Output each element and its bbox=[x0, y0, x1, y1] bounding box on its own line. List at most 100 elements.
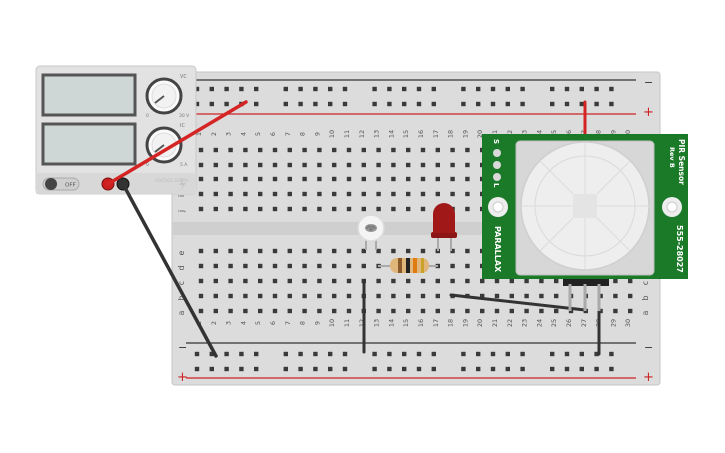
terminal-hole[interactable] bbox=[435, 191, 440, 197]
terminal-hole[interactable] bbox=[450, 308, 455, 314]
red-led[interactable] bbox=[431, 203, 457, 251]
terminal-hole[interactable] bbox=[539, 308, 544, 314]
terminal-hole[interactable] bbox=[317, 162, 322, 168]
rail-hole[interactable] bbox=[609, 351, 614, 357]
rail-hole[interactable] bbox=[239, 86, 244, 92]
terminal-hole[interactable] bbox=[287, 308, 292, 314]
terminal-hole[interactable] bbox=[361, 206, 366, 212]
terminal-hole[interactable] bbox=[272, 293, 278, 299]
terminal-hole[interactable] bbox=[287, 278, 292, 284]
photoresistor[interactable] bbox=[357, 214, 385, 250]
rail-hole[interactable] bbox=[224, 351, 229, 357]
rail-hole[interactable] bbox=[476, 351, 481, 357]
terminal-hole[interactable] bbox=[332, 206, 337, 212]
rail-hole[interactable] bbox=[416, 101, 422, 107]
terminal-hole[interactable] bbox=[391, 308, 396, 314]
terminal-hole[interactable] bbox=[198, 308, 204, 314]
rail-hole[interactable] bbox=[387, 366, 392, 372]
terminal-hole[interactable] bbox=[332, 147, 337, 153]
terminal-hole[interactable] bbox=[228, 206, 233, 212]
terminal-hole[interactable] bbox=[332, 176, 337, 182]
terminal-hole[interactable] bbox=[406, 278, 411, 284]
terminal-hole[interactable] bbox=[376, 162, 381, 168]
terminal-hole[interactable] bbox=[272, 147, 278, 153]
terminal-hole[interactable] bbox=[317, 147, 322, 153]
rail-hole[interactable] bbox=[461, 86, 466, 92]
terminal-hole[interactable] bbox=[332, 308, 337, 314]
terminal-hole[interactable] bbox=[361, 248, 366, 254]
rail-hole[interactable] bbox=[461, 101, 466, 107]
terminal-hole[interactable] bbox=[376, 278, 381, 284]
terminal-hole[interactable] bbox=[302, 206, 307, 212]
terminal-hole[interactable] bbox=[332, 263, 337, 269]
terminal-hole[interactable] bbox=[213, 206, 218, 212]
terminal-hole[interactable] bbox=[391, 147, 396, 153]
terminal-hole[interactable] bbox=[198, 293, 204, 299]
terminal-hole[interactable] bbox=[376, 176, 381, 182]
terminal-hole[interactable] bbox=[346, 147, 352, 153]
rail-hole[interactable] bbox=[298, 101, 303, 107]
rail-hole[interactable] bbox=[431, 101, 436, 107]
rail-hole[interactable] bbox=[328, 351, 333, 357]
rail-hole[interactable] bbox=[387, 101, 392, 107]
terminal-hole[interactable] bbox=[465, 278, 470, 284]
terminal-hole[interactable] bbox=[272, 206, 278, 212]
terminal-hole[interactable] bbox=[361, 147, 366, 153]
terminal-hole[interactable] bbox=[613, 278, 618, 284]
terminal-hole[interactable] bbox=[361, 162, 366, 168]
terminal-hole[interactable] bbox=[258, 176, 263, 182]
terminal-hole[interactable] bbox=[346, 176, 352, 182]
terminal-hole[interactable] bbox=[346, 263, 352, 269]
rail-hole[interactable] bbox=[209, 366, 214, 372]
terminal-hole[interactable] bbox=[317, 263, 322, 269]
terminal-hole[interactable] bbox=[628, 308, 633, 314]
terminal-hole[interactable] bbox=[198, 147, 204, 153]
rail-hole[interactable] bbox=[224, 86, 229, 92]
rail-hole[interactable] bbox=[313, 101, 318, 107]
terminal-hole[interactable] bbox=[376, 248, 381, 254]
terminal-hole[interactable] bbox=[406, 191, 411, 197]
terminal-hole[interactable] bbox=[243, 263, 248, 269]
wires[interactable] bbox=[106, 100, 601, 358]
terminal-hole[interactable] bbox=[213, 162, 218, 168]
terminal-hole[interactable] bbox=[213, 308, 218, 314]
rail-hole[interactable] bbox=[579, 366, 584, 372]
rail-hole[interactable] bbox=[402, 366, 407, 372]
rail-hole[interactable] bbox=[505, 86, 510, 92]
terminal-hole[interactable] bbox=[287, 191, 292, 197]
rail-hole[interactable] bbox=[342, 86, 348, 92]
terminal-hole[interactable] bbox=[420, 162, 426, 168]
rail-hole[interactable] bbox=[224, 366, 229, 372]
terminal-hole[interactable] bbox=[302, 191, 307, 197]
terminal-hole[interactable] bbox=[391, 248, 396, 254]
terminal-hole[interactable] bbox=[420, 191, 426, 197]
rail-hole[interactable] bbox=[431, 366, 436, 372]
rail-hole[interactable] bbox=[564, 101, 570, 107]
terminal-hole[interactable] bbox=[420, 206, 426, 212]
terminal-hole[interactable] bbox=[450, 176, 455, 182]
rail-hole[interactable] bbox=[579, 351, 584, 357]
terminal-hole[interactable] bbox=[287, 147, 292, 153]
terminal-hole[interactable] bbox=[198, 162, 204, 168]
power-supply[interactable]: VC 30 V 0 IC 5 A 0 OFF VOLTAGE SUPPLY bbox=[35, 65, 197, 195]
terminal-hole[interactable] bbox=[465, 206, 470, 212]
rail-hole[interactable] bbox=[372, 351, 377, 357]
rail-hole[interactable] bbox=[431, 86, 436, 92]
terminal-hole[interactable] bbox=[420, 248, 426, 254]
terminal-hole[interactable] bbox=[228, 263, 233, 269]
rail-hole[interactable] bbox=[254, 101, 259, 107]
terminal-hole[interactable] bbox=[317, 278, 322, 284]
terminal-hole[interactable] bbox=[346, 162, 352, 168]
rail-hole[interactable] bbox=[505, 351, 510, 357]
terminal-hole[interactable] bbox=[213, 278, 218, 284]
terminal-hole[interactable] bbox=[554, 278, 559, 284]
terminal-hole[interactable] bbox=[480, 308, 485, 314]
terminal-hole[interactable] bbox=[302, 278, 307, 284]
terminal-hole[interactable] bbox=[509, 293, 514, 299]
rail-hole[interactable] bbox=[194, 101, 200, 107]
terminal-hole[interactable] bbox=[272, 278, 278, 284]
rail-hole[interactable] bbox=[372, 101, 377, 107]
terminal-hole[interactable] bbox=[391, 293, 396, 299]
terminal-hole[interactable] bbox=[480, 278, 485, 284]
terminal-hole[interactable] bbox=[435, 147, 440, 153]
